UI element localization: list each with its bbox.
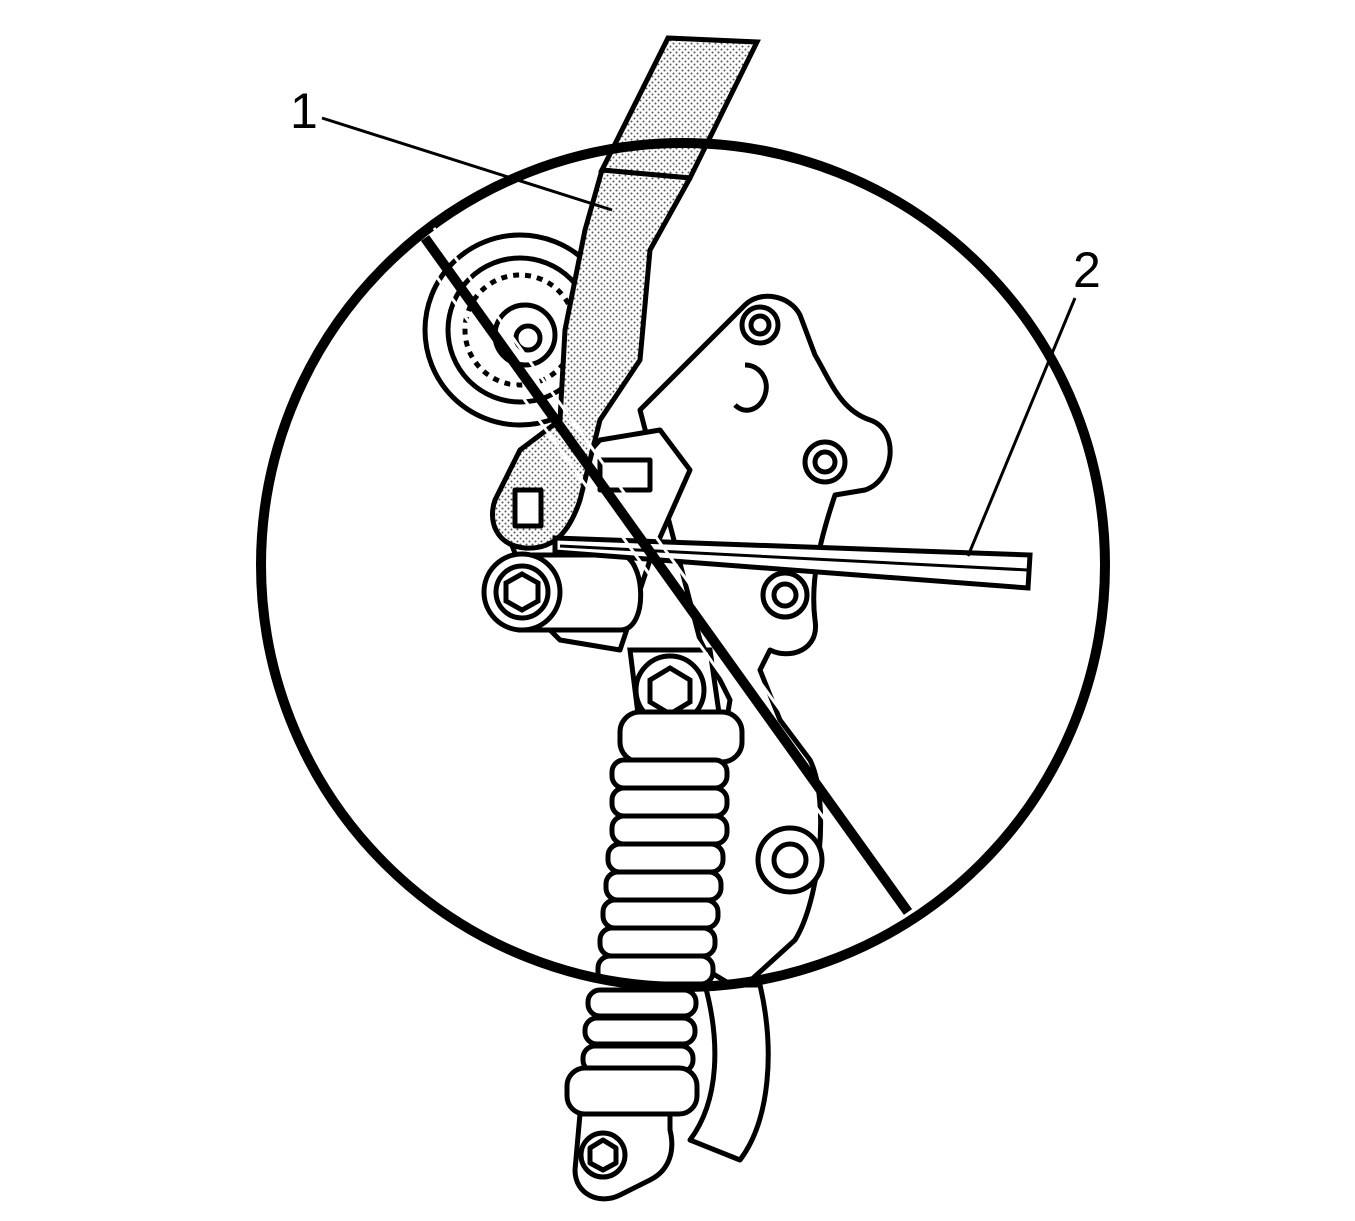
prohibition-slash-edges [414,227,920,923]
leader-line-1 [321,116,613,212]
detail-view [422,167,1033,987]
callout-1: 1 [290,83,318,139]
wrench-tool [490,167,693,551]
locking-pin [552,535,1033,591]
prohibition-icon [256,138,1110,992]
callout-2: 2 [1073,242,1101,298]
leader-lines [321,116,1077,557]
pivot-bolt [481,551,644,633]
leader-line-2 [966,297,1077,557]
tensioner-spring [595,709,745,987]
callout-labels: 1 2 [290,83,1101,298]
mounting-bracket [637,293,893,987]
tensioner-lower-assembly [564,982,771,1202]
wrench-handle [598,35,761,181]
